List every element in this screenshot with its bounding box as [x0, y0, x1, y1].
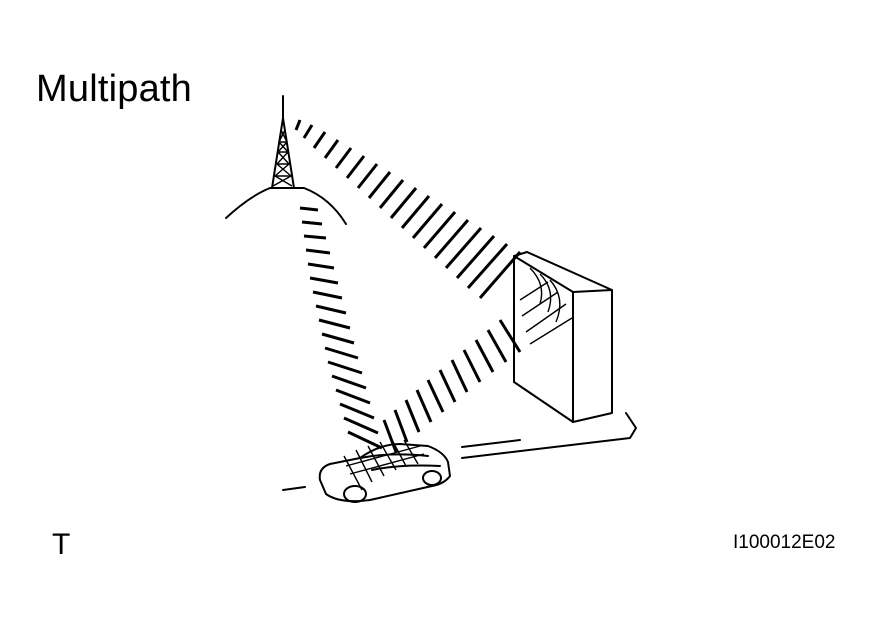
- ground-lines: [282, 412, 637, 491]
- reflected-wave-to-car: [382, 319, 522, 453]
- figure-code: I100012E02: [733, 532, 836, 553]
- diagram-title: Multipath: [36, 68, 192, 110]
- direct-wave-to-car: [299, 206, 383, 450]
- building-icon: [513, 251, 613, 423]
- direct-wave-to-building: [294, 119, 522, 299]
- radio-tower-icon: [225, 95, 347, 225]
- corner-letter: T: [52, 528, 71, 561]
- car-icon: [318, 439, 451, 503]
